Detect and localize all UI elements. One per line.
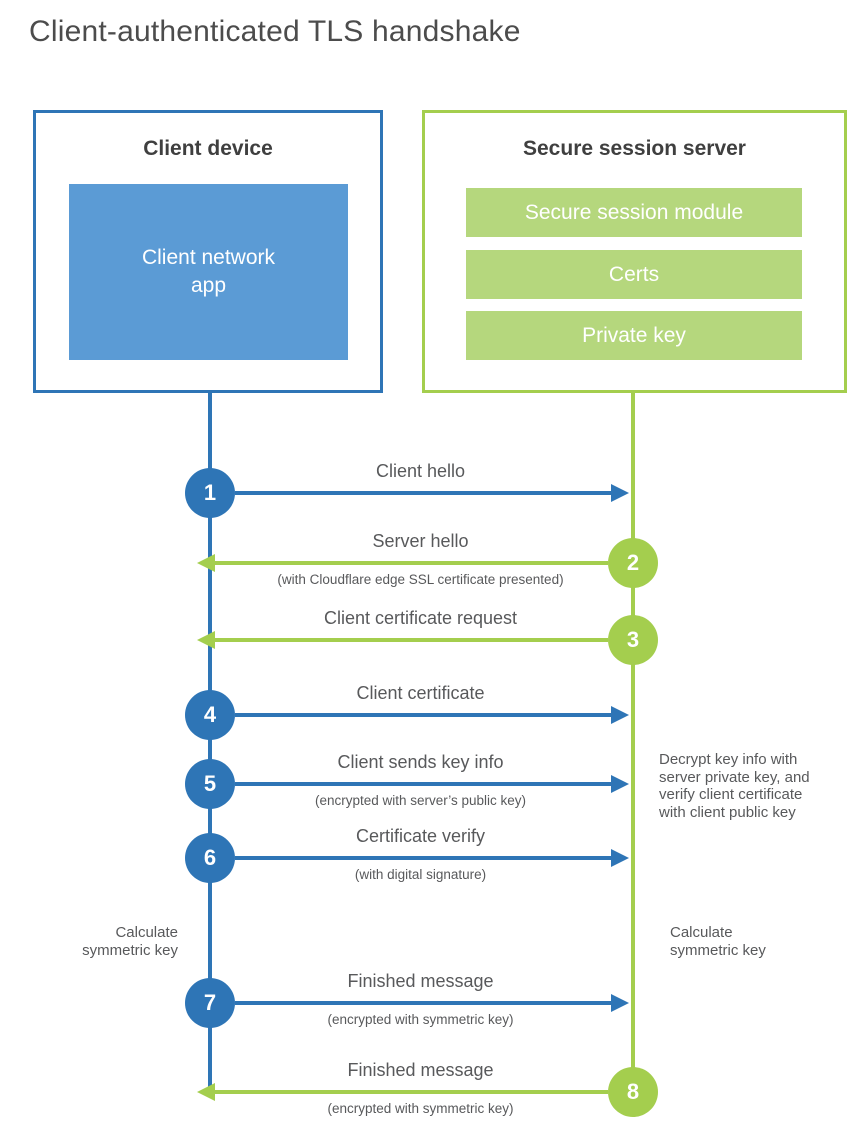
step-1-number-badge: 1 xyxy=(185,468,235,518)
server-module-certs: Certs xyxy=(466,250,802,299)
arrow-right-icon xyxy=(611,849,629,867)
step-2-subtext: (with Cloudflare edge SSL certificate pr… xyxy=(277,572,564,587)
arrow-right-icon xyxy=(611,706,629,724)
step-8-arrow-line xyxy=(215,1090,608,1094)
client-network-app-block: Client network app xyxy=(69,184,348,360)
arrow-right-icon xyxy=(611,994,629,1012)
calculate-symmetric-key-client-note: Calculate symmetric key xyxy=(82,924,178,959)
step-6-subtext: (with digital signature) xyxy=(354,867,487,882)
server-module-private-key: Private key xyxy=(466,311,802,360)
decrypt-key-note: Decrypt key info with server private key… xyxy=(659,751,810,821)
step-7-label: Finished message xyxy=(347,971,494,991)
server-lifeline xyxy=(631,391,635,1092)
step-8-subtext: (encrypted with symmetric key) xyxy=(327,1101,514,1116)
step-3-label: Client certificate request xyxy=(323,608,518,628)
arrow-left-icon xyxy=(197,631,215,649)
secure-session-server-title: Secure session server xyxy=(523,137,746,160)
step-2-number-badge: 2 xyxy=(608,538,658,588)
step-5-number-badge: 5 xyxy=(185,759,235,809)
step-5-subtext: (encrypted with server’s public key) xyxy=(314,793,527,808)
step-7-number-badge: 7 xyxy=(185,978,235,1028)
step-7-arrow-line xyxy=(235,1001,613,1005)
step-3-number-badge: 3 xyxy=(608,615,658,665)
step-1-label: Client hello xyxy=(375,461,466,481)
step-6-label: Certificate verify xyxy=(355,826,486,846)
client-lifeline xyxy=(208,391,212,1094)
step-4-label: Client certificate xyxy=(356,683,485,703)
step-3-arrow-line xyxy=(215,638,608,642)
server-module-secure-session: Secure session module xyxy=(466,188,802,237)
calculate-symmetric-key-server-note: Calculate symmetric key xyxy=(670,924,766,959)
step-6-number-badge: 6 xyxy=(185,833,235,883)
step-5-arrow-line xyxy=(235,782,613,786)
arrow-right-icon xyxy=(611,775,629,793)
step-2-arrow-line xyxy=(215,561,608,565)
arrow-right-icon xyxy=(611,484,629,502)
arrow-left-icon xyxy=(197,554,215,572)
step-4-number-badge: 4 xyxy=(185,690,235,740)
step-1-arrow-line xyxy=(235,491,613,495)
client-device-title: Client device xyxy=(143,137,273,160)
secure-session-server-box: Secure session server Secure session mod… xyxy=(422,110,847,393)
step-8-number-badge: 8 xyxy=(608,1067,658,1117)
step-8-label: Finished message xyxy=(347,1060,494,1080)
arrow-left-icon xyxy=(197,1083,215,1101)
step-2-label: Server hello xyxy=(372,531,469,551)
step-4-arrow-line xyxy=(235,713,613,717)
page-title: Client-authenticated TLS handshake xyxy=(29,15,521,48)
step-6-arrow-line xyxy=(235,856,613,860)
client-device-box: Client device Client network app xyxy=(33,110,383,393)
step-5-label: Client sends key info xyxy=(337,752,504,772)
step-7-subtext: (encrypted with symmetric key) xyxy=(327,1012,514,1027)
